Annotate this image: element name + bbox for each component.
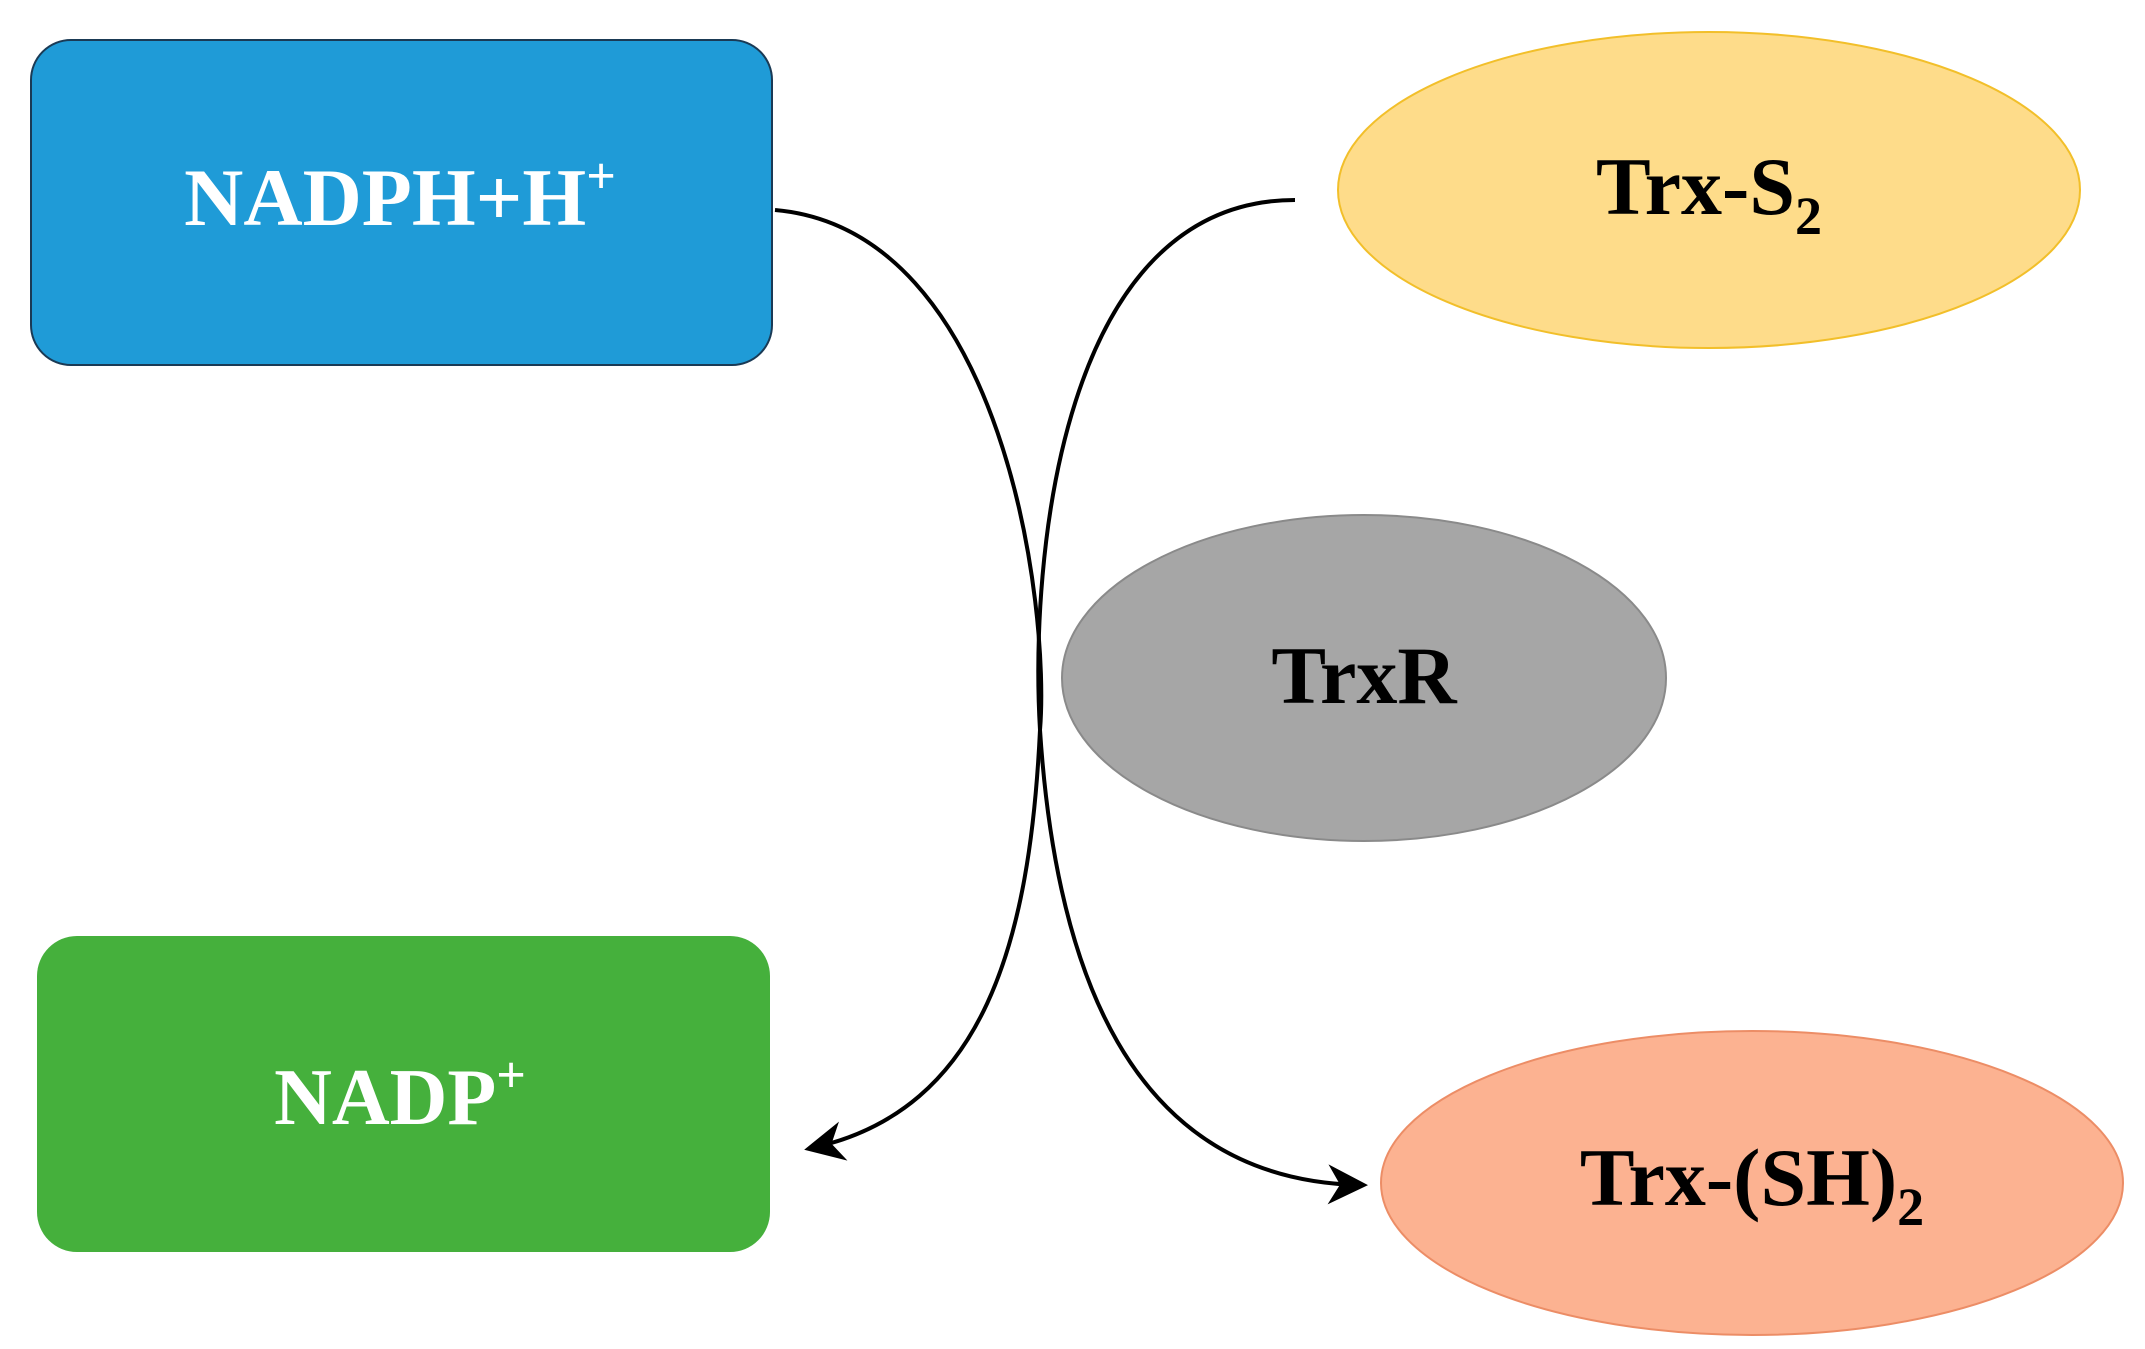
- node-trx-s2[interactable]: Trx-S2: [1337, 31, 2081, 349]
- nadp-label-main: NADP: [274, 1054, 496, 1142]
- trx-sh2-label-sub: 2: [1897, 1177, 1924, 1237]
- node-trxr[interactable]: TrxR: [1061, 514, 1667, 842]
- trxr-label: TrxR: [1271, 630, 1457, 721]
- node-nadp[interactable]: NADP+: [37, 936, 770, 1252]
- nadp-box: [37, 936, 770, 1252]
- nadph-label: NADPH+H+: [184, 148, 616, 243]
- nadp-label: NADP+: [274, 1047, 526, 1142]
- trx-sh2-label: Trx-(SH)2: [1580, 1132, 1924, 1237]
- trx-s2-label-sub: 2: [1795, 186, 1822, 246]
- node-trx-sh2[interactable]: Trx-(SH)2: [1380, 1030, 2124, 1336]
- nadph-box: [30, 39, 773, 366]
- nadph-label-sup: +: [586, 148, 616, 205]
- nadph-label-main: NADPH+H: [184, 152, 586, 243]
- trx-s2-label-main: Trx-S: [1596, 141, 1795, 232]
- trx-sh2-label-main: Trx-(SH): [1580, 1132, 1897, 1223]
- node-nadph[interactable]: NADPH+H+: [30, 39, 773, 366]
- trx-s2-ellipse: [1337, 31, 2081, 349]
- nadp-label-sup: +: [496, 1047, 526, 1104]
- trxr-ellipse: [1061, 514, 1667, 842]
- arrow-nadph-to-nadp: [774, 208, 1044, 1161]
- arrow-trx-s2-to-trx-sh2: [1036, 198, 1368, 1205]
- trx-s2-label: Trx-S2: [1596, 141, 1822, 246]
- trx-sh2-ellipse: [1380, 1030, 2124, 1336]
